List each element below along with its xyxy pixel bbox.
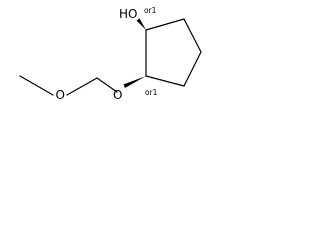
bond-oxygen-ch2 <box>96 77 118 93</box>
ether-oxygen-left-label: O <box>56 88 65 102</box>
wedge-bond-c1-hydroxyl <box>136 18 146 30</box>
ring-bond-c4-c3 <box>183 51 202 87</box>
stereo-label-c1: or1 <box>144 6 157 15</box>
wedge-bond-c2-ether-oxygen <box>123 76 146 88</box>
ring-bond-c5-c4 <box>183 18 202 53</box>
ether-oxygen-ring-label: O <box>113 88 122 102</box>
hydroxyl-label: HO <box>119 7 137 21</box>
molecule-diagram: HO or1 O O or1 <box>19 6 202 102</box>
ring-bond-c1-c5 <box>145 18 185 31</box>
bond-ch2-oxygen <box>66 77 98 96</box>
stereo-label-c2: or1 <box>145 88 158 97</box>
ring-bond-c3-c2 <box>145 75 185 87</box>
bond-oxygen-methyl <box>19 75 54 96</box>
